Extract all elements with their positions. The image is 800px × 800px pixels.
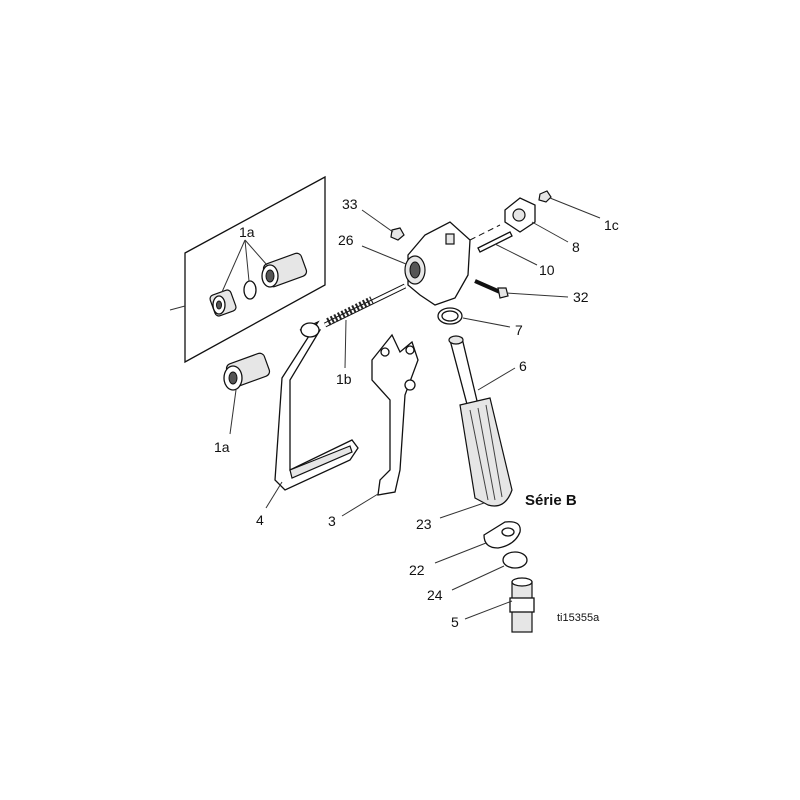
label-4: 4 [256,512,264,528]
label-32: 32 [573,289,589,305]
part-22-tag [483,521,521,549]
part-6-tube [448,335,479,409]
part-33-nut [390,227,405,241]
part-3-trigger [371,333,419,496]
part-4-guard [274,320,359,491]
label-23: 23 [416,516,432,532]
part-1a-fitting-small [209,289,237,317]
label-1a-inset: 1a [239,224,255,240]
label-6: 6 [519,358,527,374]
label-8: 8 [572,239,580,255]
part-23-handle [459,397,513,507]
label-1a: 1a [214,439,230,455]
part-10-pin [469,224,513,253]
label-5: 5 [451,614,459,630]
part-24-oring [502,551,528,569]
part-8-cover [504,197,536,233]
part-32-screw [474,279,509,299]
part-1c-nut [538,190,552,203]
label-3: 3 [328,513,336,529]
part-5-fitting [509,577,535,633]
part-1a-fitting-large [261,252,308,288]
leader-lines [229,197,601,620]
part-1a [223,352,271,391]
label-1b: 1b [336,371,352,387]
label-26: 26 [338,232,354,248]
figure-id: ti15355a [557,612,600,624]
label-7: 7 [515,322,523,338]
part-1b-needle [323,283,407,328]
part-1a-oring [243,280,257,300]
label-22: 22 [409,562,425,578]
label-33: 33 [342,196,358,212]
label-24: 24 [427,587,443,603]
label-10: 10 [539,262,555,278]
series-label: Série B [525,492,577,509]
inset-box-1a [169,175,326,364]
label-1c: 1c [604,217,619,233]
part-26-gun-head [404,221,471,306]
